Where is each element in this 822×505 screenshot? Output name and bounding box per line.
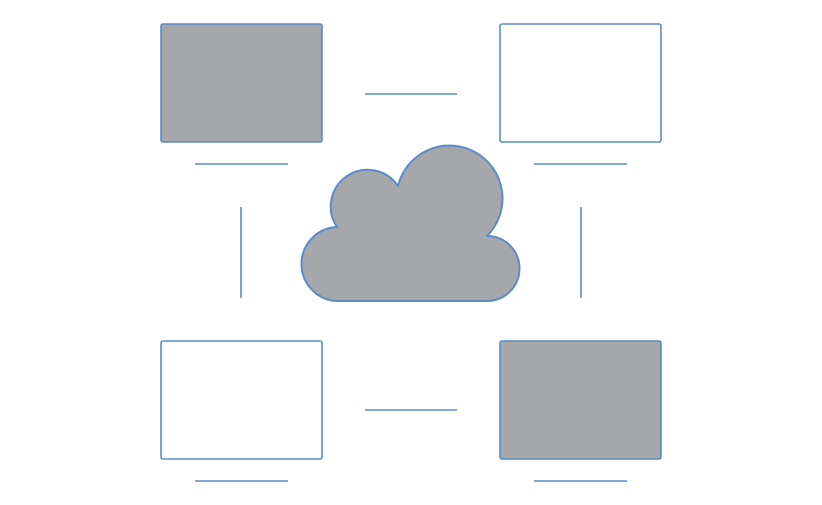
- monitor-bottom-right: [499, 340, 662, 482]
- monitor-screen: [160, 23, 323, 143]
- monitor-screen: [499, 340, 662, 460]
- cloud-icon: [300, 144, 521, 303]
- monitor-bottom-left: [160, 340, 323, 482]
- monitor-screen: [160, 340, 323, 460]
- monitor-top-left: [160, 23, 323, 165]
- monitor-screen: [499, 23, 662, 143]
- monitor-top-right: [499, 23, 662, 165]
